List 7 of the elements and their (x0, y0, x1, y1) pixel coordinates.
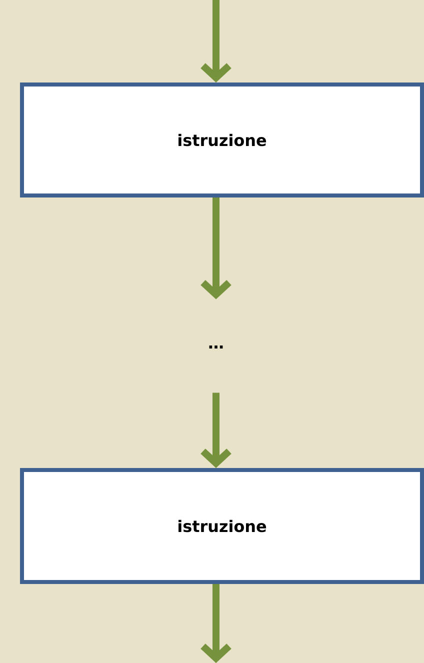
ellipsis-text: … (209, 346, 223, 348)
arrow (200, 392, 232, 468)
arrow (200, 0, 232, 82)
arrow (200, 584, 232, 663)
process-box: istruzione (20, 82, 424, 198)
arrow (200, 198, 232, 300)
process-box: istruzione (20, 468, 424, 584)
